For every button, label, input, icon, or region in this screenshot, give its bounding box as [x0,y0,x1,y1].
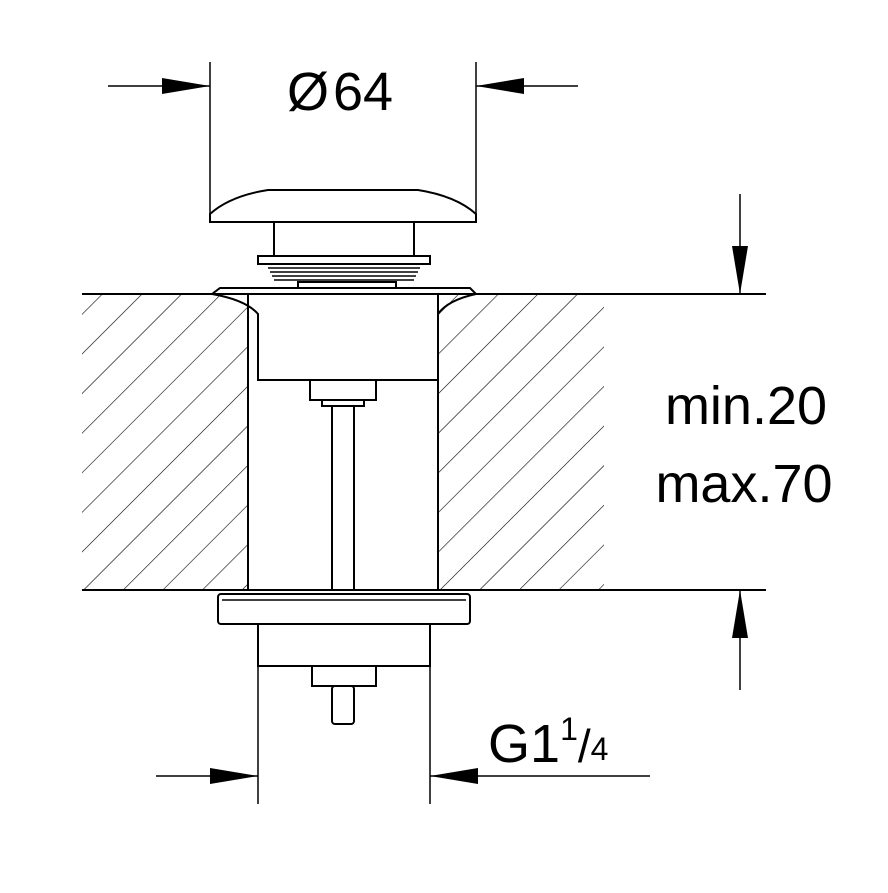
thread-letter: G [488,714,530,774]
arrow-left-icon [430,768,478,784]
thread-numerator: 1 [560,711,578,747]
bottom-nut [217,593,471,725]
arrow-down-icon [732,246,748,294]
thickness-dimension: min.20 max.70 [655,194,833,690]
svg-text:G11/4: G11/4 [488,711,608,774]
hatched-section-right [438,294,604,590]
diameter-value: 64 [333,62,393,122]
thread-whole: 1 [530,714,560,774]
thread-denominator: 4 [591,731,609,767]
arrow-right-icon [210,768,258,784]
countertop-section [82,293,766,591]
arrow-right-icon [162,78,210,94]
hatched-section-left [82,294,248,590]
thread-slash: / [578,720,591,772]
thickness-min-label: min.20 [665,376,827,436]
arrow-up-icon [732,590,748,638]
svg-text:Ø64: Ø64 [287,62,393,122]
valve-body [209,287,479,591]
arrow-left-icon [476,78,524,94]
diameter-dimension: Ø64 [108,62,578,214]
diameter-symbol: Ø [287,62,329,122]
thread-dimension: G11/4 [156,666,650,804]
plug-cap [209,189,477,289]
thickness-max-label: max.70 [655,454,832,514]
